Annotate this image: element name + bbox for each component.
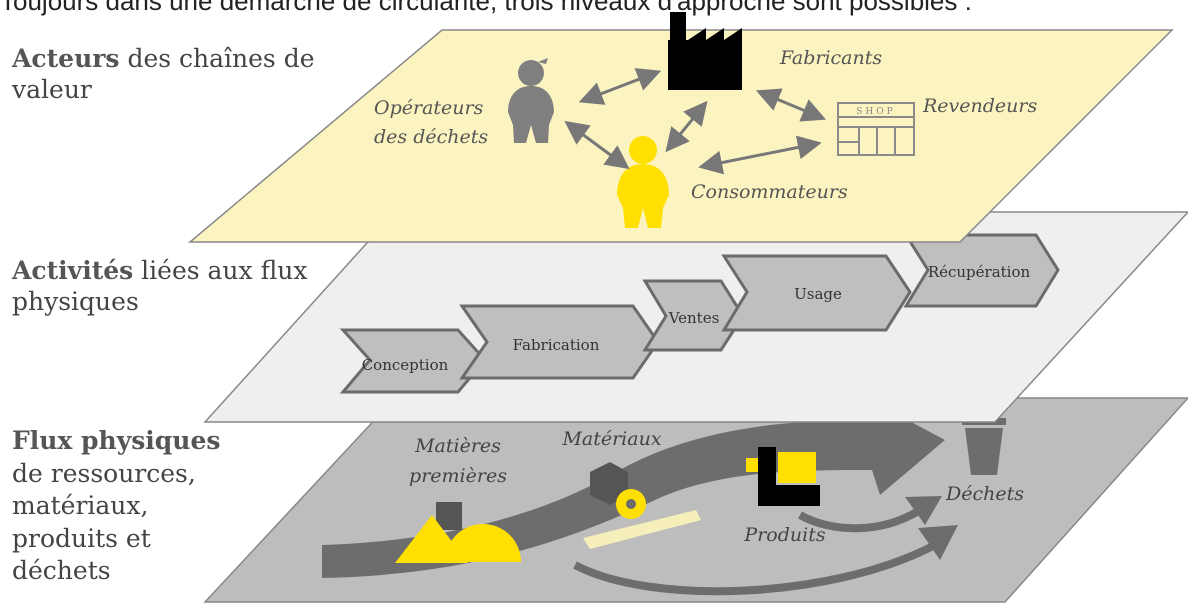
actor-relation-arrows (564, 68, 827, 175)
arrow-operator-factory (578, 68, 662, 105)
chevron-ventes (642, 279, 745, 352)
label-materiaux: Matériaux (561, 428, 661, 450)
product-small-square-icon (746, 458, 758, 472)
actors-layer-title: Acteurs des chaînes de valeur (12, 44, 315, 105)
arrow-consumer-shop (698, 135, 822, 175)
arrow-consumer-factory (665, 100, 708, 153)
consumer-person-icon (617, 136, 669, 228)
label-fabricants: Fabricants (779, 47, 882, 69)
product-icon (758, 447, 820, 506)
chevron-conception (339, 328, 487, 394)
waste-operator-person-icon (508, 58, 554, 143)
shop-sign-text: SHOP (856, 107, 895, 117)
label-revendeurs: Revendeurs (922, 95, 1037, 117)
flows-title-line-1: de ressources, (12, 458, 196, 488)
step-usage: Usage (794, 285, 842, 303)
step-fabrication: Fabrication (513, 336, 600, 354)
activities-title-bold: Activités (12, 256, 134, 285)
actors-title-rest: des chaînes de (127, 44, 315, 73)
chevron-fabrication (459, 304, 660, 380)
flows-title-line-4: déchets (12, 556, 111, 585)
factory-icon (668, 12, 742, 90)
label-dechets: Déchets (945, 483, 1024, 505)
flows-title-line-3: produits et (12, 523, 151, 553)
activities-layer-title: Activités liées aux flux physiques (12, 256, 307, 317)
activities-title-line2: physiques (12, 286, 139, 316)
actors-title-bold: Acteurs (12, 44, 120, 73)
product-waste-arrow (798, 506, 923, 533)
shop-icon: SHOP (837, 102, 915, 156)
label-matieres-line2: premières (409, 465, 507, 487)
step-recuperation: Récupération (928, 263, 1031, 281)
activities-title-rest: liées aux flux (133, 256, 308, 285)
flows-title-bold: Flux physiques (12, 426, 221, 455)
label-produits: Produits (743, 524, 825, 546)
chevron-recuperation (903, 233, 1060, 308)
cut-off-heading: Toujours dans une démarche de circularit… (0, 0, 972, 16)
chevron-usage (721, 254, 912, 332)
material-plank-icon (583, 510, 701, 549)
return-flow-arrowhead (918, 525, 958, 560)
material-ring-hole (626, 499, 636, 509)
return-flow-arrow (573, 541, 937, 596)
raw-material-block-icon (436, 502, 462, 530)
activity-chevrons (339, 233, 1060, 394)
actors-title-line2: valeur (12, 74, 92, 104)
label-operateurs-line2: des déchets (374, 126, 488, 148)
arrow-operator-consumer (564, 120, 630, 170)
product-square-icon (778, 452, 816, 483)
flows-title-line-2: matériaux, (12, 491, 149, 520)
arrow-factory-shop (755, 88, 827, 122)
flows-layer-title: Flux physiques de ressources, matériaux,… (12, 425, 220, 588)
material-hexagon-icon (590, 462, 628, 505)
raw-material-dome-icon (445, 524, 521, 562)
step-ventes: Ventes (668, 309, 720, 327)
label-matieres-line1: Matières (414, 435, 501, 457)
product-waste-arrowhead (905, 496, 942, 525)
step-conception: Conception (362, 356, 449, 374)
label-operateurs-line1: Opérateurs (374, 97, 484, 119)
label-consommateurs: Consommateurs (691, 181, 848, 203)
